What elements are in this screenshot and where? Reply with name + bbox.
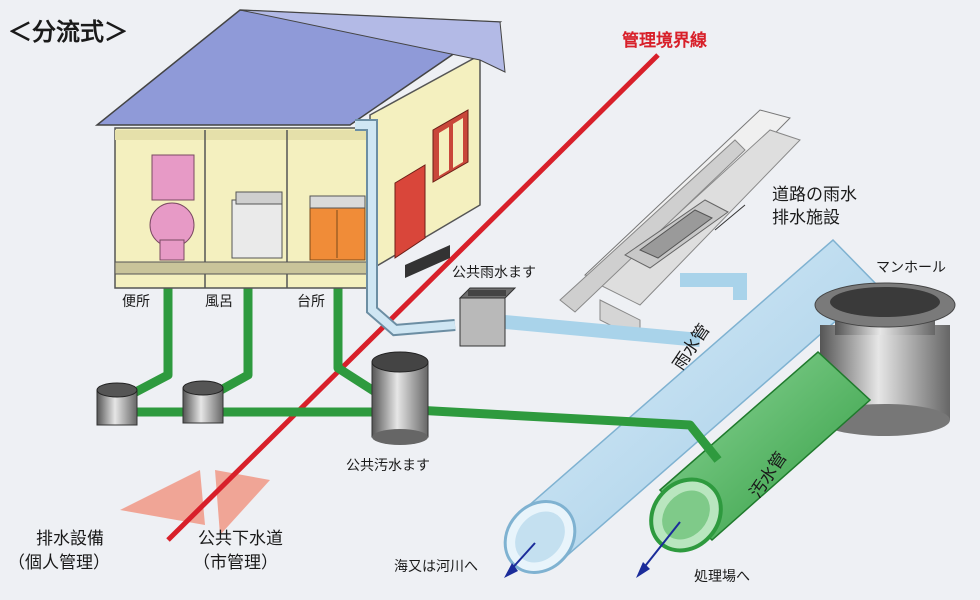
room-label-bath: 風呂	[205, 294, 233, 310]
to-sea-label: 海又は河川へ	[394, 559, 478, 575]
door	[394, 164, 426, 259]
boundary-line	[166, 53, 660, 542]
private-basin-bath	[182, 380, 224, 424]
boundary-label: 管理境界線	[622, 31, 707, 51]
room-label-kitchen: 台所	[297, 294, 325, 310]
sewage-pipe	[636, 350, 872, 578]
room-label-toilet: 便所	[122, 294, 150, 310]
public-rain-basin	[458, 287, 517, 347]
manhole-label: マンホール	[876, 260, 946, 276]
private-basin-toilet	[96, 382, 138, 426]
kitchen-counter-icon	[309, 195, 366, 261]
road-drain-label-2: 排水施設	[772, 208, 840, 228]
private-facility-label-1: 排水設備	[36, 529, 104, 549]
private-facility-label-2: （個人管理）	[8, 553, 110, 573]
public-sewage-basin-label: 公共汚水ます	[346, 458, 430, 474]
road-drain-label-1: 道路の雨水	[772, 185, 857, 205]
bathtub-icon	[231, 191, 283, 259]
public-sewage-basin	[371, 351, 429, 445]
to-plant-label: 処理場へ	[694, 569, 750, 585]
window	[432, 109, 469, 183]
public-sewer-label-1: 公共下水道	[198, 529, 283, 549]
boundary-wedges	[120, 470, 270, 535]
downspout	[355, 119, 456, 337]
house	[94, 9, 506, 289]
toilet-icon	[149, 154, 195, 261]
private-drain-pipes	[120, 285, 722, 463]
rain-pipe	[503, 238, 879, 578]
public-sewer-label-2: （市管理）	[193, 553, 278, 573]
page-title: ＜分流式＞	[8, 18, 128, 46]
rain-connection-pipe	[504, 273, 747, 347]
road-drain-structure	[559, 109, 801, 341]
public-rain-basin-label: 公共雨水ます	[452, 265, 536, 281]
